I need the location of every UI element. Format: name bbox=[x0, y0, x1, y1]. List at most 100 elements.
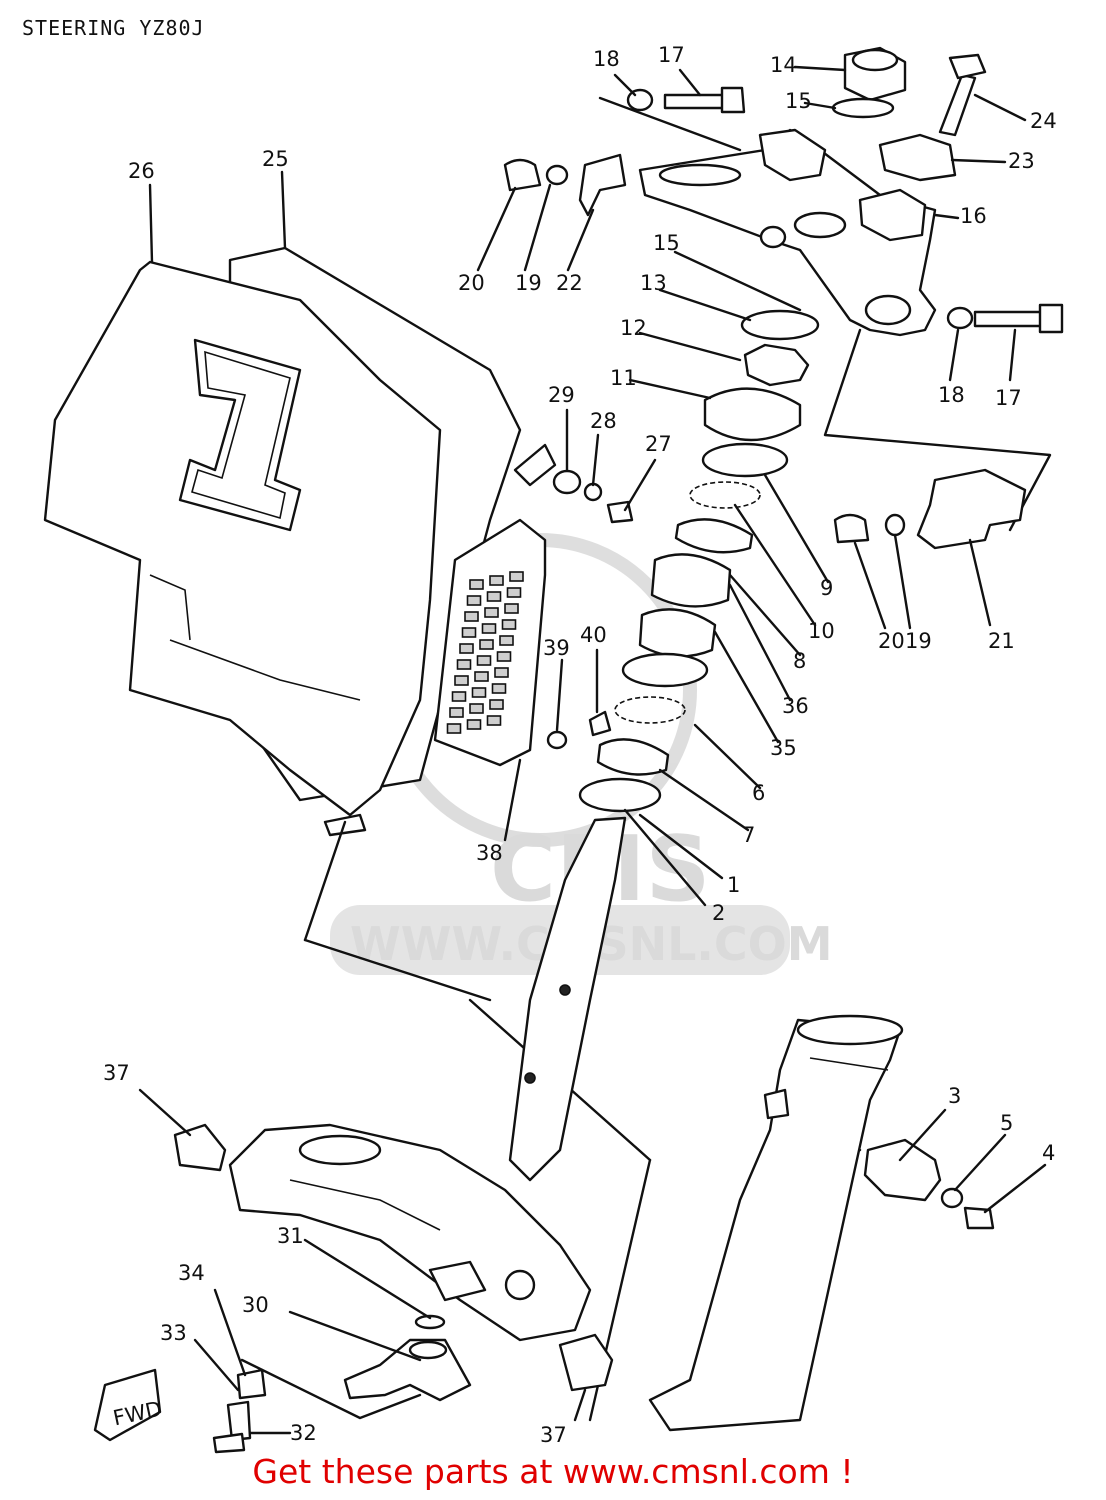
callout-leader-line bbox=[280, 170, 287, 250]
callout-label: 14 bbox=[770, 53, 797, 77]
grille-slot bbox=[491, 683, 507, 694]
callout-leader-line bbox=[138, 1088, 192, 1137]
grille-slot bbox=[449, 707, 464, 718]
callout-label: 37 bbox=[540, 1423, 567, 1447]
callout-leader-line bbox=[658, 768, 750, 832]
pinch-bolt-right bbox=[946, 303, 1064, 334]
callout-leader-line bbox=[628, 378, 712, 400]
callout-leader-line bbox=[573, 1388, 587, 1422]
grille-slot bbox=[474, 671, 489, 682]
fwd-badge: FWD bbox=[93, 1368, 164, 1442]
grille-slot bbox=[464, 611, 479, 622]
callout-leader-line bbox=[503, 758, 522, 842]
callout-leader-line bbox=[968, 538, 992, 627]
callout-label: 8 bbox=[793, 649, 806, 673]
pinch-bolt-top bbox=[626, 86, 746, 114]
callout-label: 37 bbox=[103, 1061, 130, 1085]
callout-leader-line bbox=[638, 331, 742, 362]
callout-leader-line bbox=[713, 630, 780, 744]
callout-leader-line bbox=[763, 473, 830, 584]
callout-leader-line bbox=[950, 158, 1007, 164]
callout-label: 25 bbox=[262, 147, 289, 171]
callout-label: 2 bbox=[712, 901, 725, 925]
callout-label: 19 bbox=[515, 271, 542, 295]
grille-slot bbox=[484, 607, 499, 618]
callout-leader-line bbox=[613, 73, 637, 97]
grille-slot bbox=[454, 675, 469, 686]
callout-leader-line bbox=[288, 1310, 422, 1362]
callout-label: 1 bbox=[727, 873, 740, 897]
callout-leader-line bbox=[148, 183, 154, 264]
callout-leader-line bbox=[853, 541, 887, 630]
callout-leader-line bbox=[1008, 328, 1017, 382]
grille-slot bbox=[456, 659, 472, 670]
callout-label: 22 bbox=[556, 271, 583, 295]
callout-leader-line bbox=[213, 1288, 247, 1377]
handlebar-holder bbox=[878, 53, 987, 182]
fork-clamp bbox=[863, 1138, 995, 1230]
callout-label: 7 bbox=[742, 823, 755, 847]
callout-leader-line bbox=[898, 1108, 947, 1162]
callout-label: 33 bbox=[160, 1321, 187, 1345]
callout-leader-line bbox=[693, 723, 762, 790]
bearing-stack bbox=[578, 309, 820, 813]
callout-leader-line bbox=[803, 101, 837, 110]
callout-leader-line bbox=[476, 186, 517, 272]
grille-slot bbox=[489, 575, 504, 586]
grille-slot bbox=[486, 591, 502, 602]
callout-label: 6 bbox=[752, 781, 765, 805]
callout-label: 5 bbox=[1000, 1111, 1013, 1135]
grille-slot bbox=[466, 595, 482, 606]
callout-label: 11 bbox=[610, 366, 637, 390]
grille-slot bbox=[504, 603, 519, 614]
callout-leader-line bbox=[303, 1238, 432, 1320]
callout-label: 27 bbox=[645, 432, 672, 456]
stem-nut bbox=[831, 46, 907, 119]
callout-label: 19 bbox=[905, 629, 932, 653]
callout-label: 38 bbox=[476, 841, 503, 865]
callout-leader-line bbox=[658, 288, 752, 322]
steering-stem bbox=[508, 816, 627, 1182]
callout-leader-line bbox=[733, 503, 817, 627]
callout-leader-line bbox=[623, 808, 707, 907]
footer-link[interactable]: Get these parts at www.cmsnl.com ! bbox=[252, 1452, 854, 1491]
callout-leader-line bbox=[566, 208, 595, 272]
left-cap-clamp bbox=[503, 153, 627, 217]
callout-leader-line bbox=[193, 1338, 240, 1392]
callout-label: 40 bbox=[580, 623, 607, 647]
cable-guides bbox=[173, 1123, 614, 1392]
grille-slot bbox=[476, 655, 492, 666]
callout-leader-line bbox=[953, 1133, 1007, 1192]
callout-label: 4 bbox=[1042, 1141, 1055, 1165]
upper-bracket bbox=[638, 128, 937, 337]
callout-label: 28 bbox=[590, 409, 617, 433]
callout-leader-line bbox=[638, 813, 724, 880]
grille-slot bbox=[506, 587, 522, 598]
callout-leader-line bbox=[983, 1163, 1047, 1214]
callout-label: 31 bbox=[277, 1224, 304, 1248]
grille-slot bbox=[471, 687, 487, 698]
callout-label: 32 bbox=[290, 1421, 317, 1445]
grille-slot bbox=[466, 719, 482, 730]
diagram-title: STEERING YZ80J bbox=[22, 16, 205, 40]
grille-slot bbox=[486, 715, 502, 726]
callout-label: 18 bbox=[593, 47, 620, 71]
callout-leader-line bbox=[948, 328, 960, 382]
callouts: 1234567891011121314151516171718181919202… bbox=[103, 43, 1057, 1447]
callout-leader-line bbox=[933, 213, 960, 220]
grille-slot bbox=[446, 723, 462, 734]
grille bbox=[433, 518, 547, 767]
callout-label: 24 bbox=[1030, 109, 1057, 133]
callout-label: 10 bbox=[808, 619, 835, 643]
callout-label: 15 bbox=[653, 231, 680, 255]
callout-leader-line bbox=[623, 458, 657, 512]
callout-label: 13 bbox=[640, 271, 667, 295]
stopper-assembly bbox=[212, 1314, 472, 1454]
grille-slot bbox=[496, 651, 512, 662]
grille-slot bbox=[461, 627, 477, 638]
callout-label: 21 bbox=[988, 629, 1015, 653]
callout-label: 17 bbox=[995, 386, 1022, 410]
callout-label: 29 bbox=[548, 383, 575, 407]
front-fork bbox=[648, 1014, 904, 1432]
